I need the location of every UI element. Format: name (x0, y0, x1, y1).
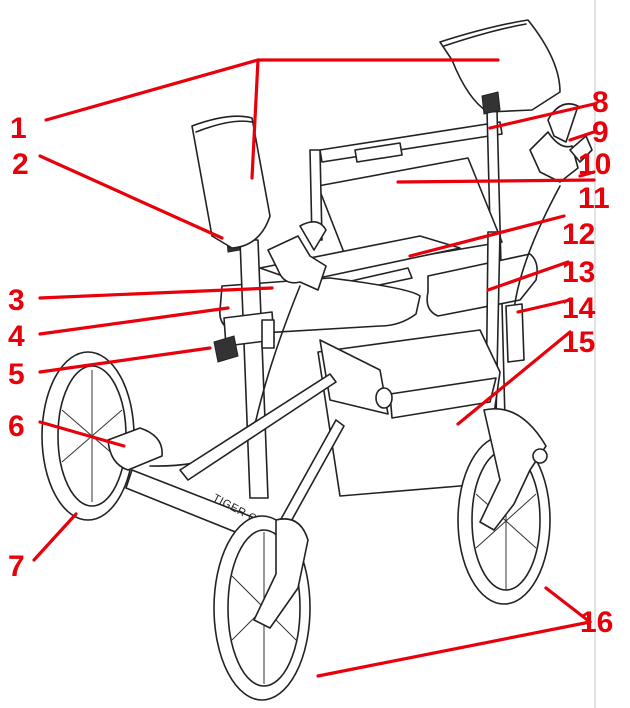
leader-13 (486, 260, 570, 292)
callout-16: 16 (580, 606, 613, 639)
adjuster-right (505, 303, 525, 363)
leader-9 (568, 130, 596, 142)
bag-button (375, 387, 393, 409)
brake-cable-right (513, 185, 561, 311)
leader-12 (408, 214, 566, 258)
callout-5: 5 (8, 358, 25, 391)
callout-3: 3 (8, 284, 25, 317)
brake-handle-right (529, 131, 579, 183)
callout-2: 2 (12, 148, 29, 181)
armrest-left (191, 115, 271, 249)
leader-10 (578, 170, 596, 178)
leader-3 (38, 286, 274, 300)
leader-8 (488, 102, 596, 130)
bag-frame (317, 157, 503, 269)
front-left-upright (239, 239, 269, 499)
callout-14: 14 (562, 292, 596, 325)
callout-4: 4 (8, 320, 25, 353)
callout-leaders (32, 58, 596, 678)
front-fork-right (479, 408, 547, 531)
armrest-right (439, 19, 561, 113)
clamp-lever (261, 319, 275, 349)
leader-11 (396, 178, 596, 184)
cross-strut-2 (275, 419, 345, 535)
callout-9: 9 (592, 116, 609, 149)
cross-strut (179, 373, 337, 481)
callout-12: 12 (562, 218, 595, 251)
leader-14 (516, 298, 572, 314)
callout-13: 13 (562, 256, 595, 289)
bag-flap (389, 377, 497, 419)
backrest-strap (354, 142, 403, 163)
leader-7 (32, 512, 78, 562)
brake-handle-left (267, 235, 327, 291)
leader-1 (44, 58, 500, 122)
folding-knob (213, 335, 239, 363)
armrest-knob-right (481, 91, 501, 115)
rear-brake-housing-left (107, 427, 163, 471)
brake-lever-left (299, 221, 327, 251)
front-fork-left (253, 518, 309, 629)
callout-8: 8 (592, 86, 609, 119)
seat-right-pad (426, 253, 538, 317)
fork-hub-right (532, 448, 548, 464)
parking-lever (569, 135, 593, 163)
leader-1b (250, 58, 260, 180)
leader-4 (38, 306, 230, 336)
callout-numbers: 1 2 3 4 5 6 7 8 9 10 11 12 13 14 15 16 (8, 86, 613, 639)
leader-6 (38, 420, 126, 448)
rollator-illustration: TIGER OUTDOOR (41, 19, 593, 701)
rear-left-upright (309, 149, 323, 241)
leader-2 (38, 154, 224, 240)
callout-11: 11 (578, 182, 610, 215)
leader-5 (38, 346, 212, 374)
leader-16 (544, 586, 592, 624)
callout-15: 15 (562, 326, 595, 359)
leader-16b (316, 620, 592, 678)
rear-crossbar (319, 121, 503, 163)
callout-1: 1 (10, 112, 27, 145)
callout-10: 10 (578, 148, 611, 181)
armrest-right-edge (443, 23, 527, 47)
armrest-left-edge (195, 120, 253, 133)
leader-15 (456, 330, 572, 426)
callout-7: 7 (8, 550, 25, 583)
callout-6: 6 (8, 410, 25, 443)
